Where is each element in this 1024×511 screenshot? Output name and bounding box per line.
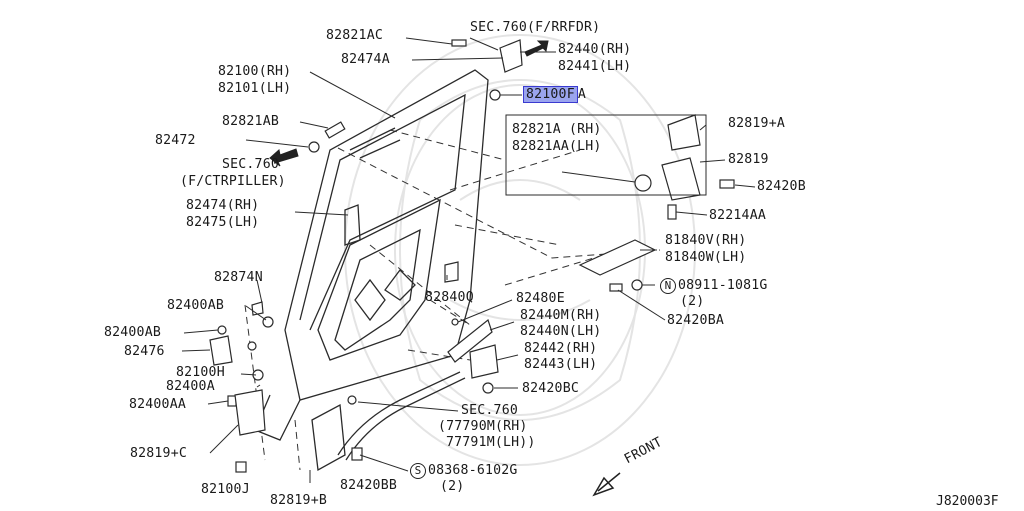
label-82400A: 82400A (166, 379, 215, 394)
label-82420BC: 82420BC (522, 381, 579, 396)
screw-symbol-icon: S (410, 463, 426, 479)
label-82480E: 82480E (516, 291, 565, 306)
label-82100J: 82100J (201, 482, 250, 497)
direction-arrows (269, 40, 621, 497)
leader-lines (181, 37, 756, 483)
label-82420BA: 82420BA (667, 313, 724, 328)
label-08911-1081G-text: 08911-1081G (678, 278, 768, 293)
watermark-emblem (344, 34, 696, 466)
door-panel (254, 69, 489, 441)
label-82100H: 82100H (176, 365, 225, 380)
label-08368-qty: (2) (440, 479, 465, 494)
label-82472: 82472 (155, 133, 196, 148)
door-rail (311, 371, 466, 472)
label-82440N-lh: 82440N(LH) (520, 324, 602, 339)
label-82420B: 82420B (757, 179, 806, 194)
label-sec760-f-rrfdr: SEC.760(F/RRFDR) (470, 20, 601, 35)
label-82819B: 82819+B (270, 493, 327, 508)
label-82100FA-suffix: A (577, 87, 586, 102)
label-82819A: 82819+A (728, 116, 785, 131)
label-82840Q: 82840Q (425, 290, 474, 305)
label-08368-6102G-text: 08368-6102G (428, 463, 518, 478)
label-82821AA-lh: 82821AA(LH) (512, 139, 602, 154)
label-82475-lh: 82475(LH) (186, 215, 260, 230)
label-81840V-rh: 81840V(RH) (665, 233, 747, 248)
label-82440M-rh: 82440M(RH) (520, 308, 602, 323)
label-82101-lh: 82101(LH) (218, 81, 292, 96)
label-82821A-rh: 82821A (RH) (512, 122, 602, 137)
label-82819C: 82819+C (130, 446, 187, 461)
label-82474A: 82474A (341, 52, 390, 67)
label-82443-lh: 82443(LH) (524, 357, 598, 372)
label-82400AB-2: 82400AB (104, 325, 161, 340)
nut-symbol-icon: N (660, 278, 676, 294)
label-82476: 82476 (124, 344, 165, 359)
label-82874N: 82874N (214, 270, 263, 285)
label-sec760-bottom: SEC.760 (461, 403, 518, 418)
label-77790M-rh: (77790M(RH) (438, 419, 528, 434)
label-82819: 82819 (728, 152, 769, 167)
label-82100-rh: 82100(RH) (218, 64, 292, 79)
label-77791M-lh: 77791M(LH)) (446, 435, 536, 450)
label-82442-rh: 82442(RH) (524, 341, 598, 356)
label-82420BB: 82420BB (340, 478, 397, 493)
label-sec760-ctr: SEC.760 (222, 157, 279, 172)
diagram-code: J820003F (936, 494, 999, 509)
label-82214AA: 82214AA (709, 208, 766, 223)
label-f-ctrpiller: (F/CTRPILLER) (180, 174, 286, 189)
label-82441-lh: 82441(LH) (558, 59, 632, 74)
label-81840W-lh: 81840W(LH) (665, 250, 747, 265)
label-82821AC: 82821AC (326, 28, 383, 43)
label-82474-rh: 82474(RH) (186, 198, 260, 213)
label-08911-qty: (2) (680, 294, 705, 309)
label-82400AB-1: 82400AB (167, 298, 224, 313)
label-82400AA: 82400AA (129, 397, 186, 412)
label-82821AB: 82821AB (222, 114, 279, 129)
highlighted-part-82100F[interactable]: 82100F (523, 86, 578, 103)
label-82440-rh: 82440(RH) (558, 42, 632, 57)
